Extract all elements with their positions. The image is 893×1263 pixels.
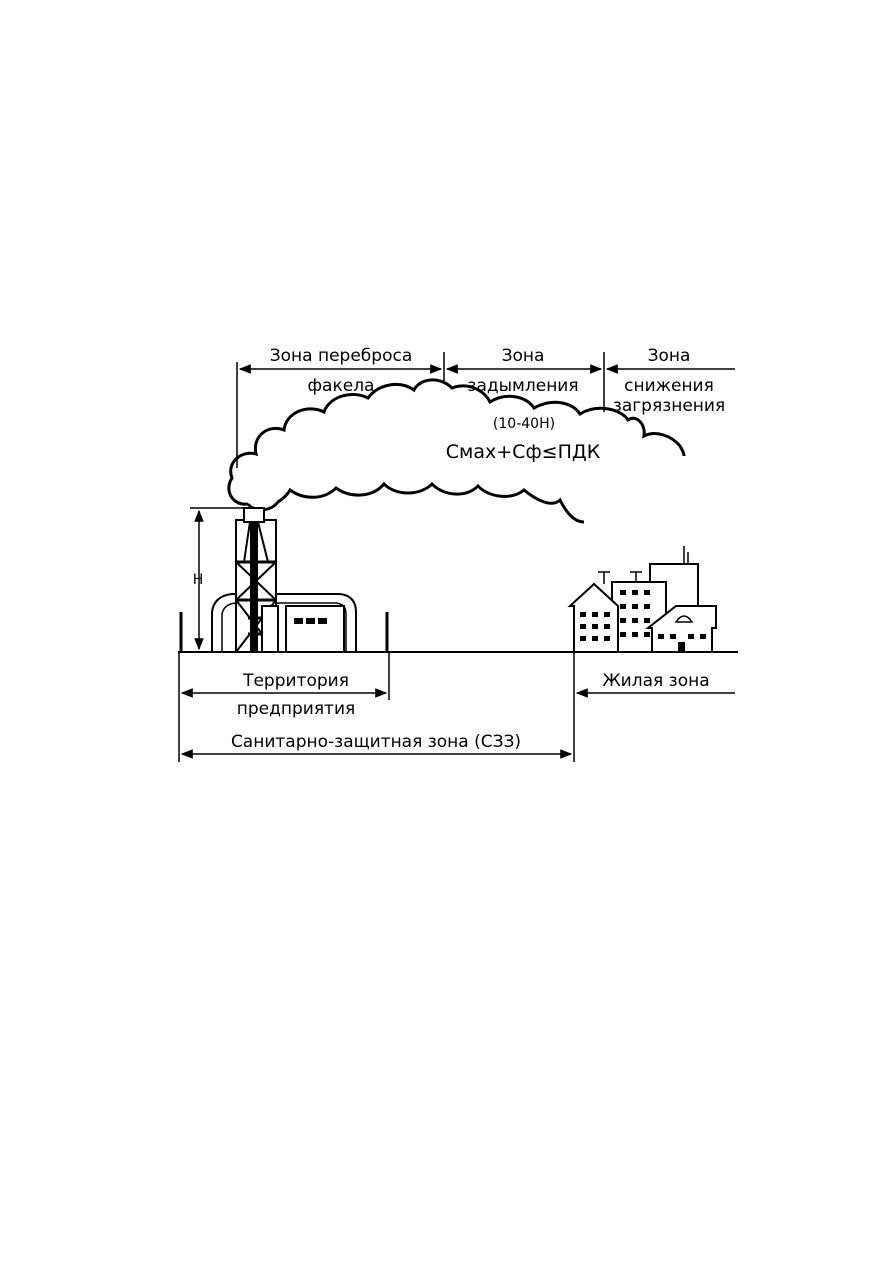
zone-reduction-line1: Зона — [648, 346, 691, 366]
zone-reduction-line3: загрязнения — [613, 396, 725, 416]
residential-buildings — [567, 546, 717, 653]
fence-posts — [179, 612, 389, 652]
zone-smoke-label: Зона задымления (10-40H) — [467, 346, 578, 432]
zone-smoke-line1: Зона — [502, 346, 545, 366]
bottom-dimensions — [178, 612, 735, 762]
zone-flare-transfer-line1: Зона переброса — [270, 346, 413, 366]
zone-smoke-line2: задымления — [467, 376, 578, 396]
enterprise-line1: Территория — [242, 671, 349, 691]
zone-flare-transfer-line2: факела — [308, 376, 375, 396]
sanitary-zone-label: Санитарно-защитная зона (СЗЗ) — [231, 732, 521, 752]
stack-height-label: H — [193, 572, 204, 588]
enterprise-line2: предприятия — [237, 699, 355, 719]
zone-flare-transfer-label: Зона переброса факела — [270, 346, 413, 396]
smoke-plume — [227, 378, 686, 524]
factory — [211, 507, 357, 653]
residential-zone-label: Жилая зона — [602, 671, 709, 691]
top-zone-dimensions — [236, 352, 735, 468]
zone-reduction-label: Зона снижения загрязнения — [613, 346, 725, 416]
zone-smoke-range: (10-40H) — [493, 416, 555, 432]
zone-reduction-line2: снижения — [624, 376, 714, 396]
enterprise-territory-label: Территория предприятия — [237, 671, 355, 719]
stack-height-dimension: H — [190, 507, 246, 651]
formula: Cмах+Сф≤ПДК — [446, 441, 601, 463]
